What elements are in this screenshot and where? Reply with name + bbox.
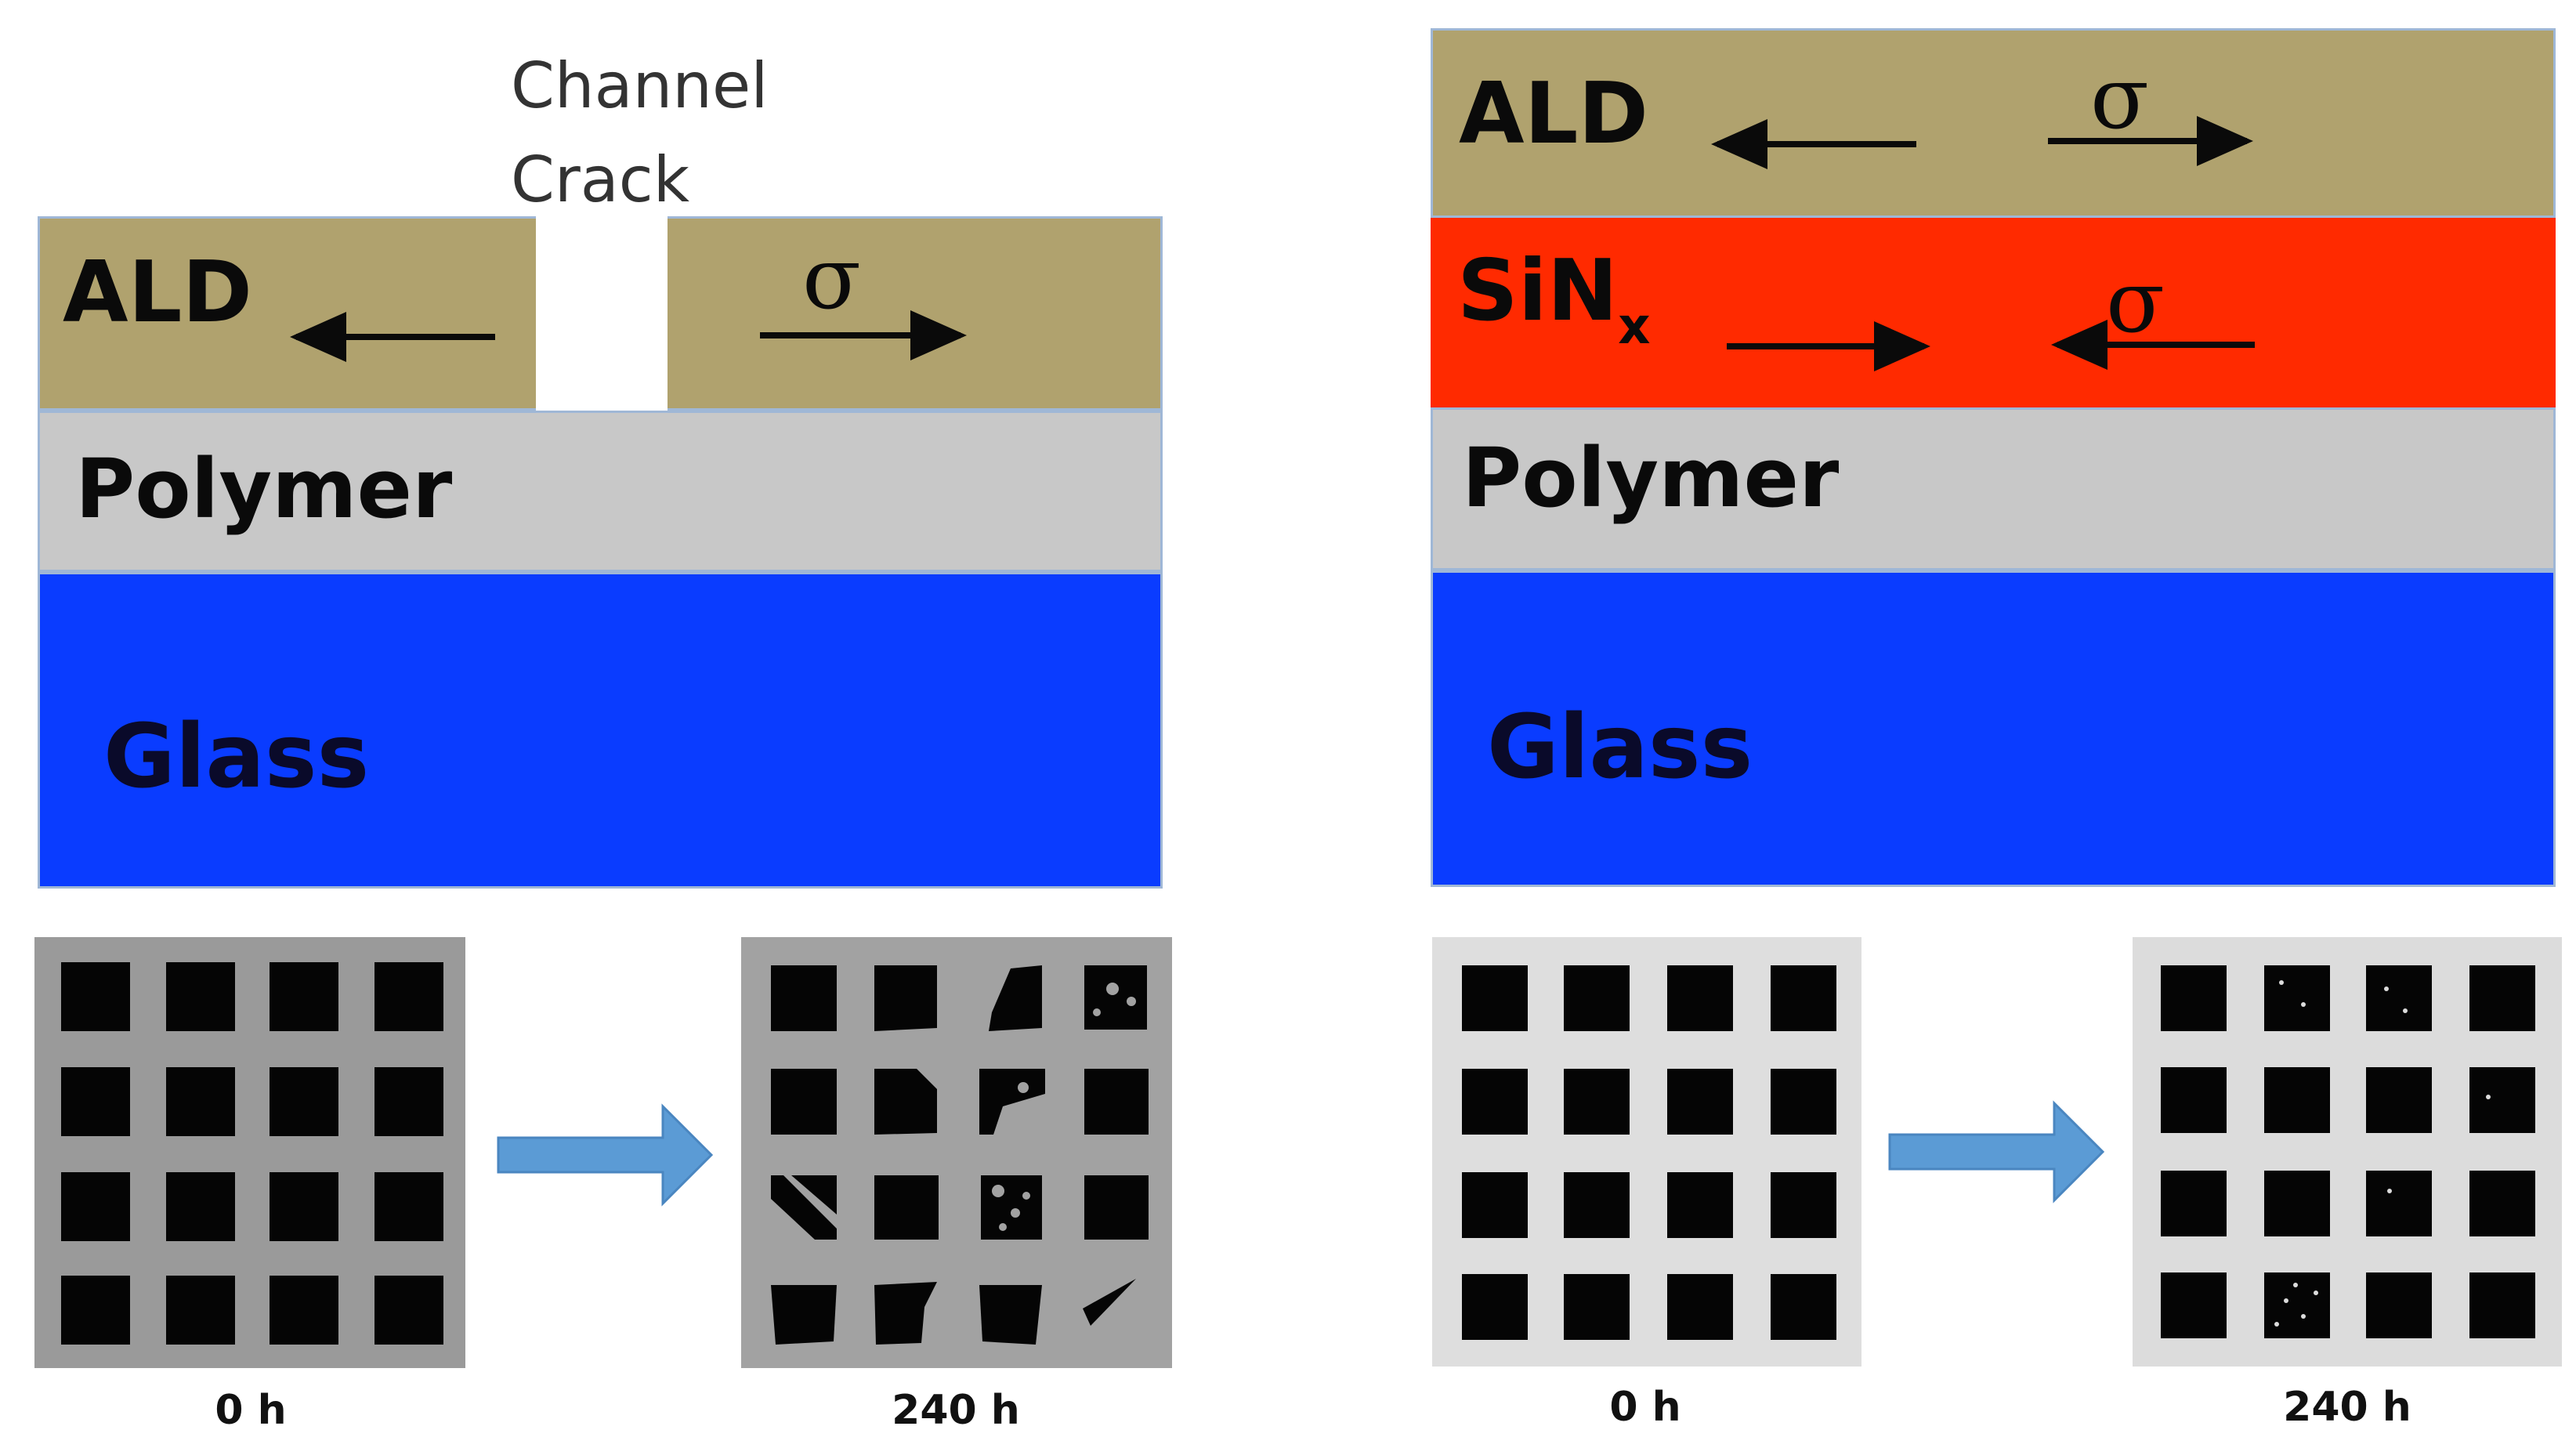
right-ald-label: ALD <box>1459 65 1649 163</box>
left-sample-240h <box>741 937 1172 1368</box>
left-sigma-label: σ <box>802 228 862 328</box>
left-polymer-label: Polymer <box>75 441 453 537</box>
right-sin-label: SiNx <box>1457 249 1650 353</box>
right-glass-layer <box>1431 570 2556 887</box>
left-before-time-label: 0 h <box>215 1387 287 1434</box>
right-after-time-label: 240 h <box>2283 1384 2411 1431</box>
right-sigma-mid-label: σ <box>2106 252 2165 352</box>
left-block-arrow <box>497 1103 714 1207</box>
right-glass-label: Glass <box>1487 697 1753 798</box>
left-polymer-layer <box>38 411 1163 572</box>
left-glass-label: Glass <box>103 706 370 808</box>
right-sigma-top-label: σ <box>2090 48 2150 148</box>
right-ald-layer <box>1431 28 2556 218</box>
right-sample-0h <box>1432 937 1861 1367</box>
right-sample-240h <box>2133 937 2562 1367</box>
channel-crack-label-line1: Channel <box>511 49 769 122</box>
right-polymer-layer <box>1431 407 2556 570</box>
right-polymer-label: Polymer <box>1462 430 1840 526</box>
right-sin-layer <box>1431 218 2556 407</box>
right-sin-label-base: SiN <box>1457 242 1619 340</box>
left-sample-0h <box>34 937 465 1368</box>
right-sin-label-subscript: x <box>1618 298 1651 356</box>
right-before-time-label: 0 h <box>1609 1384 1681 1431</box>
left-after-time-label: 240 h <box>892 1387 1020 1434</box>
left-ald-label: ALD <box>63 244 253 342</box>
right-block-arrow <box>1888 1100 2105 1204</box>
channel-crack-label-line2: Crack <box>511 143 690 216</box>
left-glass-layer <box>38 572 1163 889</box>
channel-crack-label: Channel Crack <box>511 39 768 227</box>
left-ald-layer-left <box>38 216 536 411</box>
